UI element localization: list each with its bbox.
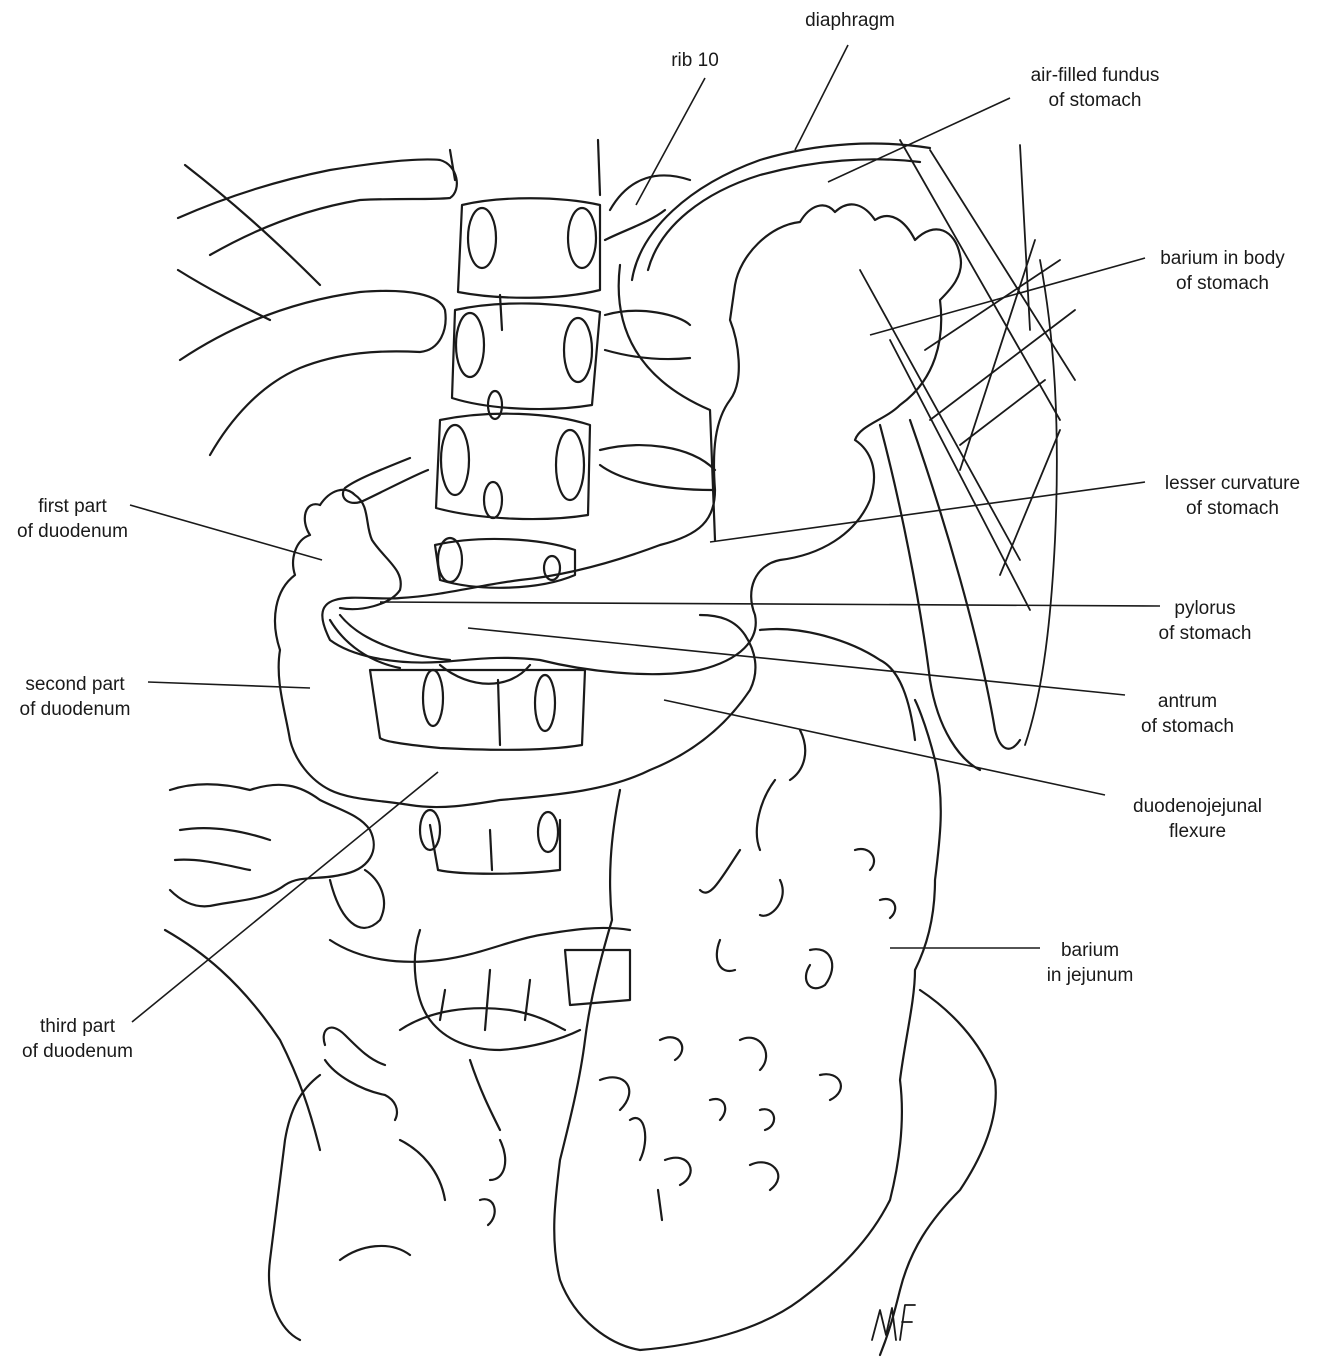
artist-signature: [872, 1305, 915, 1340]
label-lesser-curvature: lesser curvature of stomach: [1145, 471, 1320, 521]
label-antrum: antrum of stomach: [1125, 689, 1250, 739]
diaphragm-dome: [619, 144, 930, 540]
label-jejunum: barium in jejunum: [1035, 938, 1145, 988]
label-diaphragm: diaphragm: [800, 8, 900, 33]
jejunum: [480, 700, 941, 1350]
label-body-of-stomach: barium in body of stomach: [1140, 246, 1305, 296]
label-fundus: air-filled fundus of stomach: [1010, 63, 1180, 113]
ileum-loops: [170, 784, 630, 1180]
label-second-part-duodenum: second part of duodenum: [5, 672, 145, 722]
pelvis-outline: [165, 930, 996, 1355]
label-duodenojejunal-flexure: duodenojejunal flexure: [1110, 794, 1285, 844]
label-rib-10: rib 10: [660, 48, 730, 73]
label-first-part-duodenum: first part of duodenum: [5, 494, 140, 544]
duodenum: [275, 490, 915, 807]
label-pylorus: pylorus of stomach: [1140, 596, 1270, 646]
rib-cross-lines: [860, 140, 1075, 745]
label-third-part-duodenum: third part of duodenum: [10, 1014, 145, 1064]
lumbar-vertebrae: [343, 175, 715, 587]
